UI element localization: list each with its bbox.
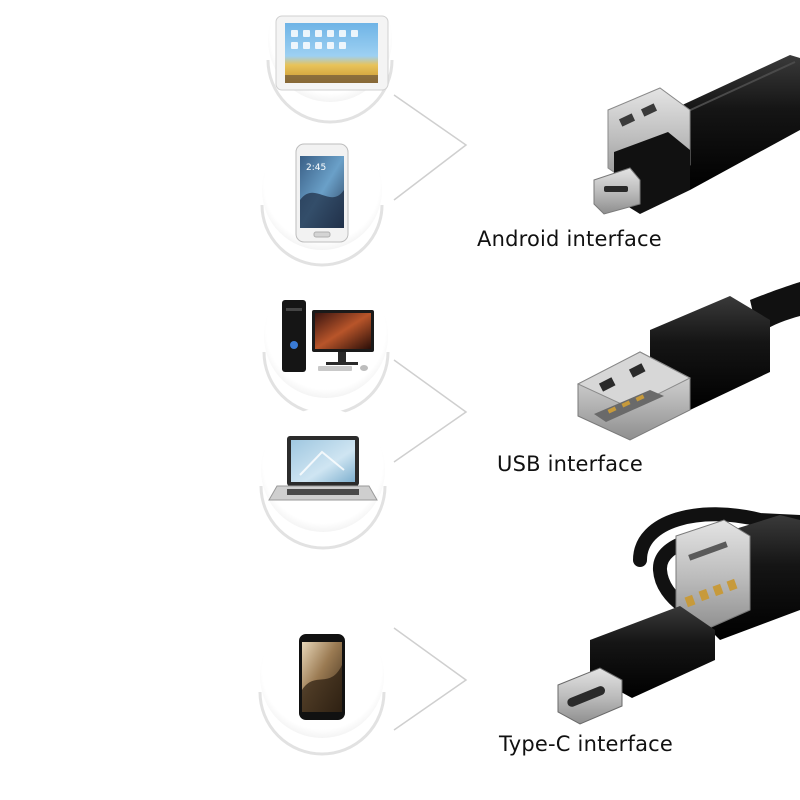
typec-group: [258, 507, 800, 756]
smartphone-bubble: 2:45: [260, 130, 384, 267]
desktop-bubble: [262, 274, 390, 416]
micro-usb-otg-connector: [593, 55, 800, 215]
smartphone-icon: [299, 634, 345, 720]
smartphone-icon: 2:45: [295, 143, 349, 243]
svg-text:2:45: 2:45: [306, 163, 326, 173]
typec-interface-label: Type-C interface: [499, 732, 674, 756]
laptop-bubble: [259, 408, 387, 550]
usb-group: [259, 274, 800, 550]
laptop-icon: [268, 436, 378, 501]
android-connector-line: [393, 94, 468, 201]
usb-interface-label: USB interface: [497, 452, 644, 476]
android-group: 2:45: [260, 0, 800, 267]
typec-smartphone-bubble: [258, 614, 386, 756]
usb-c-connector: [557, 507, 800, 725]
usb-connector-line: [393, 359, 468, 463]
tablet-bubble: [266, 0, 394, 124]
typec-connector-line: [393, 627, 468, 731]
android-interface-label: Android interface: [477, 227, 662, 251]
usb-a-connector: [576, 282, 800, 441]
desktop-computer-icon: [282, 300, 374, 372]
tablet-icon: [275, 15, 389, 91]
